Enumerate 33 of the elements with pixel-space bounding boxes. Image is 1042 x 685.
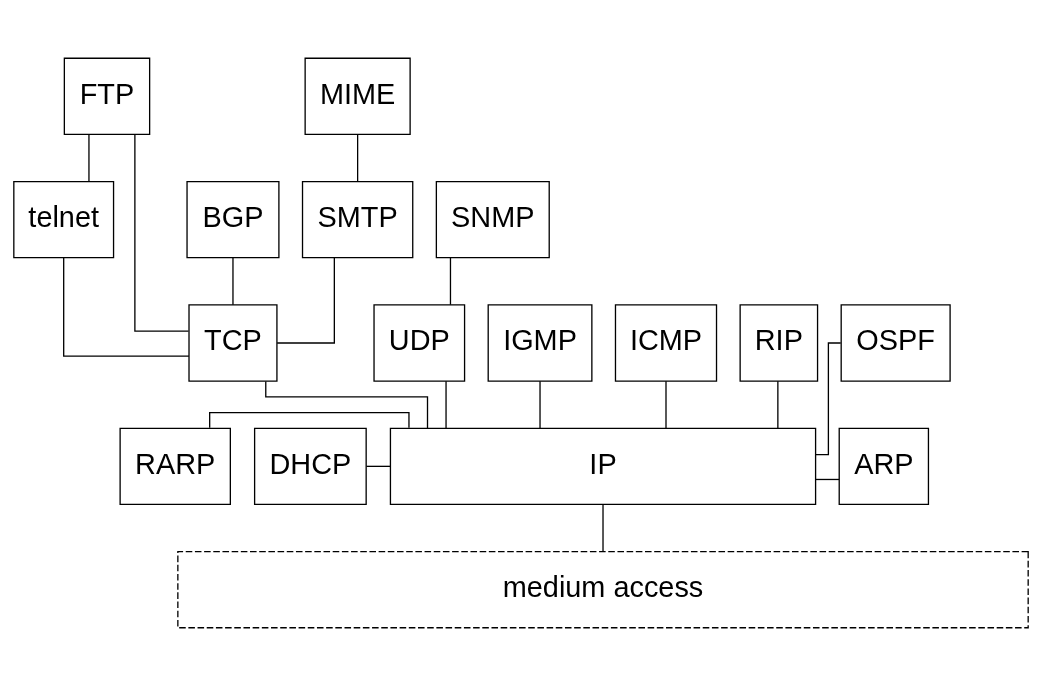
connector xyxy=(602,503,604,552)
node-box: TCP xyxy=(188,303,278,382)
connector xyxy=(88,133,90,182)
connector xyxy=(209,411,410,428)
connector xyxy=(777,380,779,429)
node-box: MIME xyxy=(304,57,411,135)
connector xyxy=(365,465,391,467)
connector xyxy=(265,380,429,429)
node-box: IP xyxy=(389,427,817,505)
node-box: SMTP xyxy=(301,180,414,258)
node-box: UDP xyxy=(373,303,466,382)
node-box: SNMP xyxy=(435,180,550,258)
connector xyxy=(445,380,447,429)
node-box: ARP xyxy=(838,427,930,505)
connector xyxy=(356,133,359,182)
node-box: RIP xyxy=(739,303,819,382)
connector xyxy=(134,133,190,332)
node-box: IGMP xyxy=(487,303,593,382)
connector xyxy=(63,256,190,357)
connector xyxy=(276,256,335,344)
connector xyxy=(815,478,840,480)
node-box: RARP xyxy=(119,427,231,505)
node-box: ICMP xyxy=(614,303,718,382)
node-box: OSPF xyxy=(840,303,951,382)
node-box: medium access xyxy=(177,550,1029,628)
connector xyxy=(232,256,234,305)
node-box: DHCP xyxy=(253,427,367,505)
node-box: BGP xyxy=(186,180,280,258)
connector xyxy=(539,380,541,429)
node-box: telnet xyxy=(13,180,115,258)
connector xyxy=(665,380,667,429)
node-box: FTP xyxy=(63,57,151,135)
connector xyxy=(449,256,452,305)
